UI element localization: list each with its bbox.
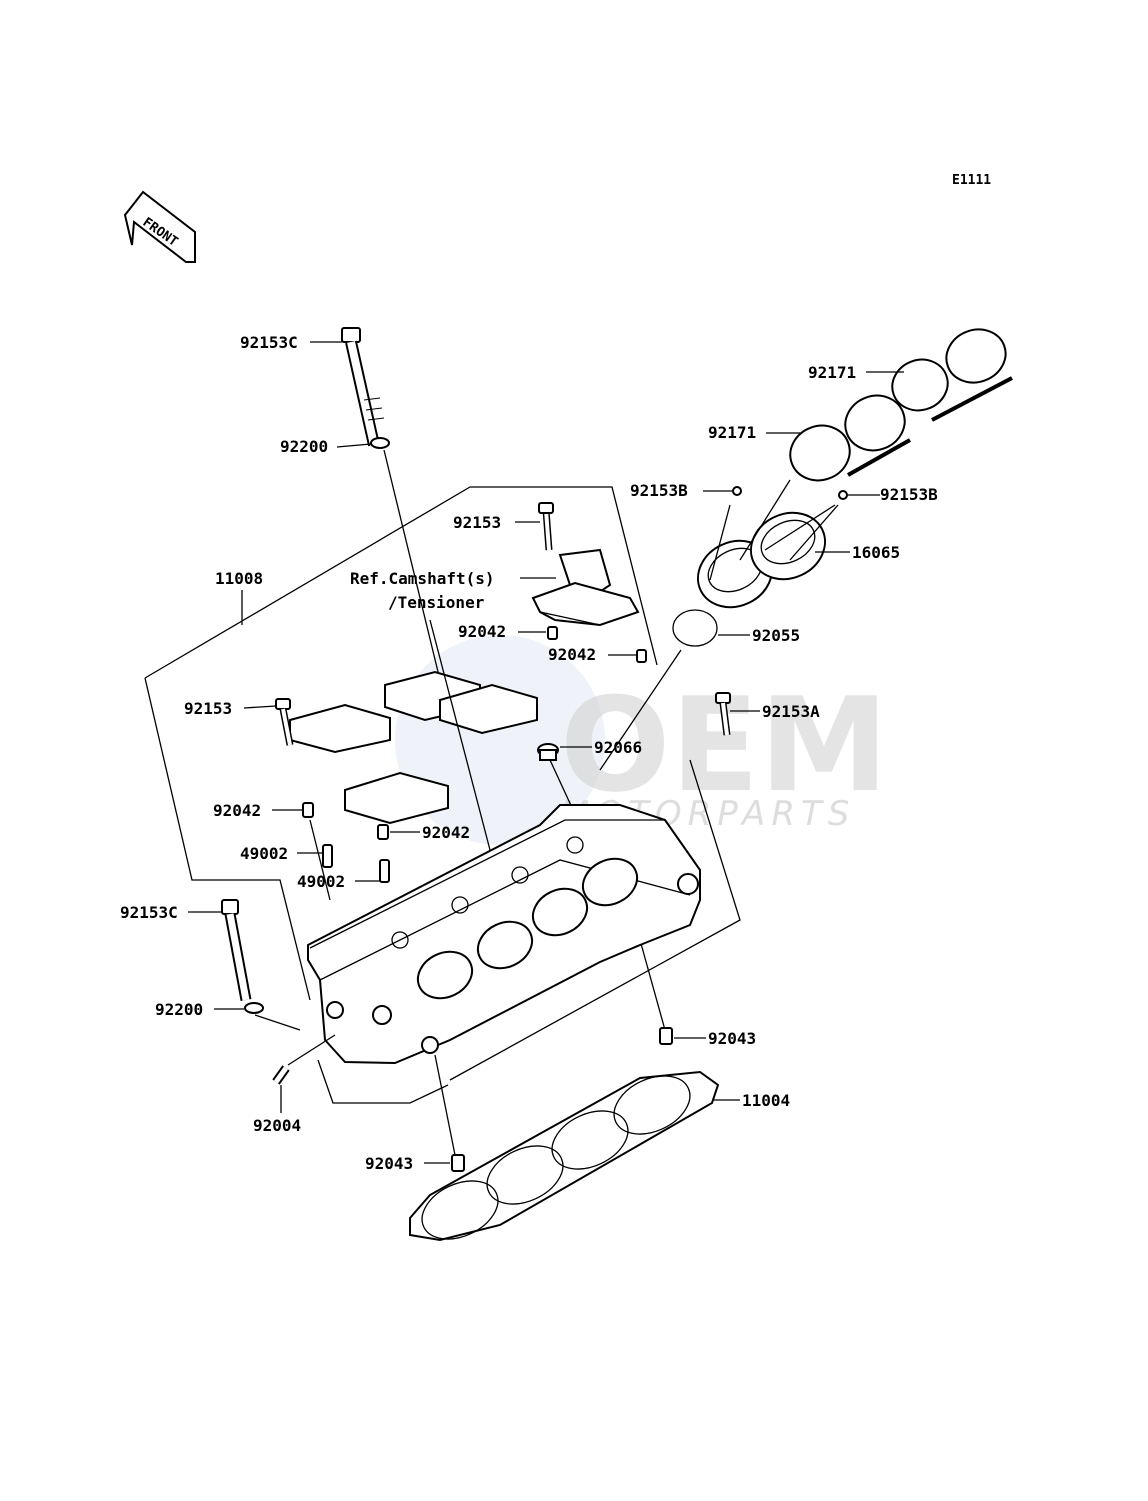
label-92042-d: 92042 — [422, 823, 470, 842]
dowel-92042-b — [636, 649, 647, 663]
label-92153C-top: 92153C — [240, 333, 298, 352]
assembly-frame-11008 — [144, 486, 741, 1104]
stud-92004 — [272, 1065, 290, 1085]
label-92043-bottom: 92043 — [365, 1154, 413, 1173]
washer-92200-bottom — [244, 1002, 264, 1014]
label-92171-b: 92171 — [708, 423, 756, 442]
label-ref-tensioner: /Tensioner — [388, 593, 484, 612]
label-92200-top: 92200 — [280, 437, 328, 456]
label-92153B-right: 92153B — [880, 485, 938, 504]
bolt-92153C-bottom — [221, 899, 252, 1002]
bolt-92153-mid — [275, 698, 294, 746]
washer-92200-top — [370, 437, 390, 449]
label-92200-bottom: 92200 — [155, 1000, 203, 1019]
front-arrow-icon: FRONT — [123, 190, 196, 263]
label-92153A: 92153A — [762, 702, 820, 721]
label-92153B-left: 92153B — [630, 481, 688, 500]
o-ring-92055 — [672, 609, 718, 647]
cam-cap-upper-right — [531, 502, 647, 663]
label-92153-mid: 92153 — [184, 699, 232, 718]
label-92153-top: 92153 — [453, 513, 501, 532]
dowel-92042-c — [302, 802, 314, 818]
bolt-92153A — [715, 692, 731, 736]
diagram-code: E1111 — [952, 173, 991, 188]
valve-guide-49002-a — [322, 844, 333, 868]
label-92066: 92066 — [594, 738, 642, 757]
clamps-92171 — [789, 328, 1013, 482]
label-92043-right: 92043 — [708, 1029, 756, 1048]
dowel-92042-a — [547, 626, 558, 640]
label-16065: 16065 — [852, 543, 900, 562]
label-11008: 11008 — [215, 569, 263, 588]
label-92153C-bottom: 92153C — [120, 903, 178, 922]
plug-92066 — [537, 743, 559, 761]
dowel-92042-d — [377, 824, 389, 840]
label-92042-b: 92042 — [548, 645, 596, 664]
label-92042-c: 92042 — [213, 801, 261, 820]
label-92042-a: 92042 — [458, 622, 506, 641]
label-49002-a: 49002 — [240, 844, 288, 863]
cam-caps — [289, 670, 538, 825]
head-gasket-11004 — [409, 1070, 720, 1242]
label-92055: 92055 — [752, 626, 800, 645]
label-ref-camshaft: Ref.Camshaft(s) — [350, 569, 495, 588]
leader-lines — [188, 341, 904, 1164]
label-92004: 92004 — [253, 1116, 301, 1135]
screw-92153B-right — [838, 490, 848, 500]
label-11004: 11004 — [742, 1091, 790, 1110]
bolt-92153C-top — [341, 327, 385, 447]
cylinder-head-11008 — [307, 804, 701, 1065]
dowel-92043-bottom — [451, 1154, 465, 1172]
dowel-92043-right — [659, 1027, 673, 1045]
label-92171-a: 92171 — [808, 363, 856, 382]
label-49002-b: 49002 — [297, 872, 345, 891]
valve-guide-49002-b — [379, 859, 390, 883]
screw-92153B-left — [732, 486, 742, 496]
